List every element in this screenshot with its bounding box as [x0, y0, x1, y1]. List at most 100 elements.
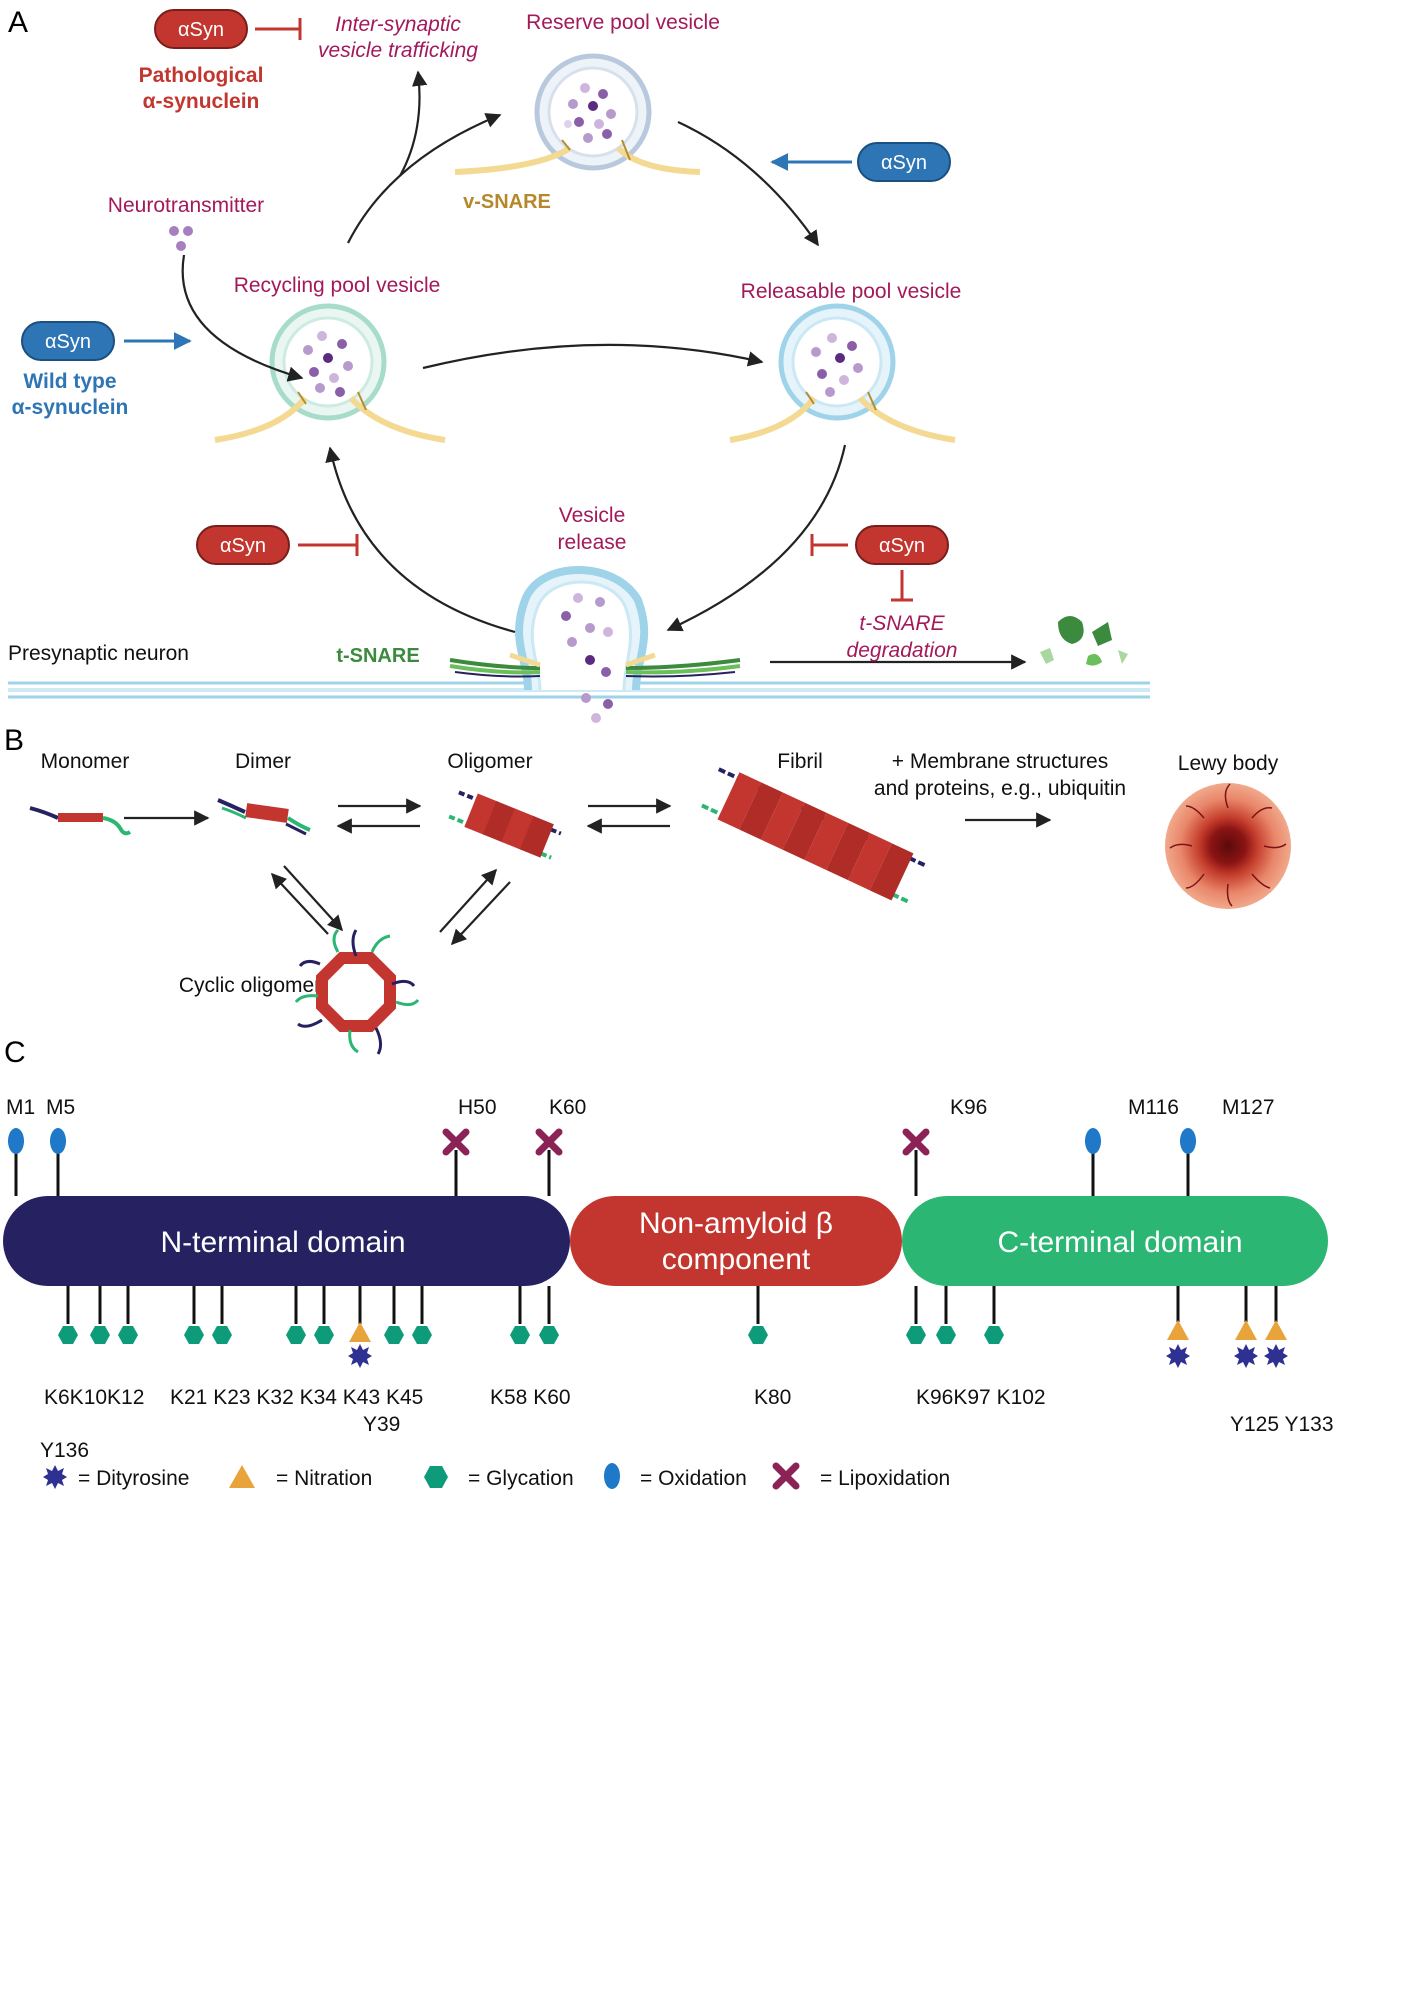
- inhibit-recycling: [298, 534, 359, 556]
- site-label-m1: M1: [6, 1096, 35, 1119]
- aggregation-arrows: [124, 798, 1052, 946]
- legend-nitration: = Nitration: [276, 1467, 372, 1490]
- lewy-body: [1165, 783, 1291, 909]
- asyn-label: αSyn: [879, 535, 925, 557]
- site-label-m127: M127: [1222, 1096, 1275, 1119]
- oxidation-icon: [1180, 1128, 1196, 1154]
- inhibit-release: [810, 534, 913, 602]
- lipoxidation-icon: [772, 1462, 800, 1490]
- dityrosine-markers: [348, 1344, 1288, 1368]
- site-label-m5: M5: [46, 1096, 75, 1119]
- glycation-icon: [424, 1466, 448, 1488]
- glycation-icon: [212, 1326, 232, 1344]
- dityrosine-icon: [1166, 1344, 1190, 1368]
- oxidation-icon: [1085, 1128, 1101, 1154]
- oxidation-icon: [604, 1463, 620, 1489]
- t-snare-degradation-label-1: t-SNARE: [859, 612, 945, 635]
- lipoxidation-icon: [442, 1128, 470, 1156]
- presynaptic-neuron-label: Presynaptic neuron: [8, 642, 189, 665]
- releasable-pool-label: Releasable pool vesicle: [741, 280, 962, 303]
- dityrosine-icon: [43, 1465, 67, 1489]
- dityrosine-icon: [1264, 1344, 1288, 1368]
- nitration-icon: [1265, 1320, 1287, 1340]
- reserve-pool-label: Reserve pool vesicle: [526, 11, 720, 34]
- fibril-label: Fibril: [777, 750, 823, 773]
- lewy-body-label: Lewy body: [1178, 752, 1279, 775]
- t-snare-degradation-label-2: degradation: [847, 639, 958, 662]
- lipoxidation-icon: [902, 1128, 930, 1156]
- nitration-icon: [1235, 1320, 1257, 1340]
- glycation-icon: [58, 1326, 78, 1344]
- v-snare-label: v-SNARE: [463, 191, 551, 213]
- glycation-icon: [539, 1326, 559, 1344]
- glycation-icon: [90, 1326, 110, 1344]
- pathological-asyn-pill-top: αSyn: [154, 9, 248, 49]
- fibril-structure: [701, 767, 929, 905]
- glycation-icon: [906, 1326, 926, 1344]
- oxidation-icon: [8, 1128, 24, 1154]
- glycation-icon: [984, 1326, 1004, 1344]
- pathological-asyn-pill-right: αSyn: [855, 525, 949, 565]
- inter-synaptic-label-1: Inter-synaptic: [335, 13, 461, 36]
- vesicle-release-label-1: Vesicle: [559, 504, 626, 527]
- glycation-icon: [384, 1326, 404, 1344]
- releasable-pool-vesicle: [729, 303, 956, 443]
- legend-lipoxidation: = Lipoxidation: [820, 1467, 950, 1490]
- panel-c: C M1 M5 H50 K60 K96 M116 M127: [3, 1036, 1334, 1490]
- nitration-icon: [1167, 1320, 1189, 1340]
- monomer-structure: [29, 806, 132, 836]
- oligomer-structure: [448, 790, 562, 860]
- glycation-markers: [58, 1326, 1004, 1344]
- recycling-pool-vesicle: [214, 303, 446, 443]
- nac-label-2: component: [662, 1243, 811, 1276]
- c-terminal-label: C-terminal domain: [997, 1226, 1242, 1259]
- site-label-k60: K60: [549, 1096, 586, 1119]
- legend-oxidation: = Oxidation: [640, 1467, 747, 1490]
- glycation-icon: [748, 1326, 768, 1344]
- panel-c-letter: C: [4, 1036, 26, 1069]
- inhibit-trafficking: [255, 18, 302, 40]
- wild-type-label-1: Wild type: [23, 370, 116, 393]
- dimer-structure: [217, 798, 311, 836]
- site-labels-k96-k102: K96K97 K102: [916, 1386, 1046, 1409]
- n-terminal-domain: N-terminal domain: [3, 1196, 570, 1286]
- inter-synaptic-label-2: vesicle trafficking: [318, 39, 478, 62]
- asyn-label: αSyn: [45, 331, 91, 353]
- site-labels-k6-k12: K6K10K12: [44, 1386, 144, 1409]
- legend-glycation: = Glycation: [468, 1467, 574, 1490]
- wild-type-asyn-pill-right: αSyn: [857, 142, 951, 182]
- pathological-asyn-pill-left: αSyn: [196, 525, 290, 565]
- panel-b-letter: B: [4, 724, 24, 757]
- oxidation-markers: [8, 1128, 1196, 1154]
- site-label-y39: Y39: [363, 1413, 400, 1436]
- lipoxidation-markers: [442, 1128, 930, 1156]
- site-labels-y125-y133: Y125 Y133: [1230, 1413, 1334, 1436]
- reserve-pool-vesicle: [454, 53, 701, 175]
- panel-b: B Monomer Dimer Oligomer Fibril + Membra…: [4, 724, 1291, 1055]
- wild-type-label-2: α-synuclein: [12, 396, 129, 419]
- nitration-icon: [229, 1465, 255, 1488]
- glycation-icon: [936, 1326, 956, 1344]
- monomer-label: Monomer: [41, 750, 130, 773]
- pathological-label-1: Pathological: [139, 64, 264, 87]
- membrane-label-2: and proteins, e.g., ubiquitin: [874, 777, 1126, 800]
- nitration-icon: [349, 1322, 371, 1342]
- recycling-pool-label: Recycling pool vesicle: [234, 274, 441, 297]
- nac-domain: Non-amyloid β component: [570, 1196, 902, 1286]
- glycation-icon: [286, 1326, 306, 1344]
- dimer-label: Dimer: [235, 750, 291, 773]
- site-label-k80: K80: [754, 1386, 791, 1409]
- neurotransmitter-label: Neurotransmitter: [108, 194, 264, 217]
- asyn-label: αSyn: [881, 152, 927, 174]
- asyn-label: αSyn: [178, 19, 224, 41]
- degraded-snare-fragments: [1040, 616, 1128, 666]
- c-terminal-domain: C-terminal domain: [902, 1196, 1328, 1286]
- cyclic-oligomer: [294, 928, 420, 1055]
- site-label-h50: H50: [458, 1096, 497, 1119]
- wild-type-asyn-pill-left: αSyn: [21, 321, 115, 361]
- ptm-legend: = Dityrosine = Nitration = Glycation = O…: [43, 1462, 950, 1490]
- asyn-label: αSyn: [220, 535, 266, 557]
- membrane-label-1: + Membrane structures: [892, 750, 1109, 773]
- dityrosine-icon: [1234, 1344, 1258, 1368]
